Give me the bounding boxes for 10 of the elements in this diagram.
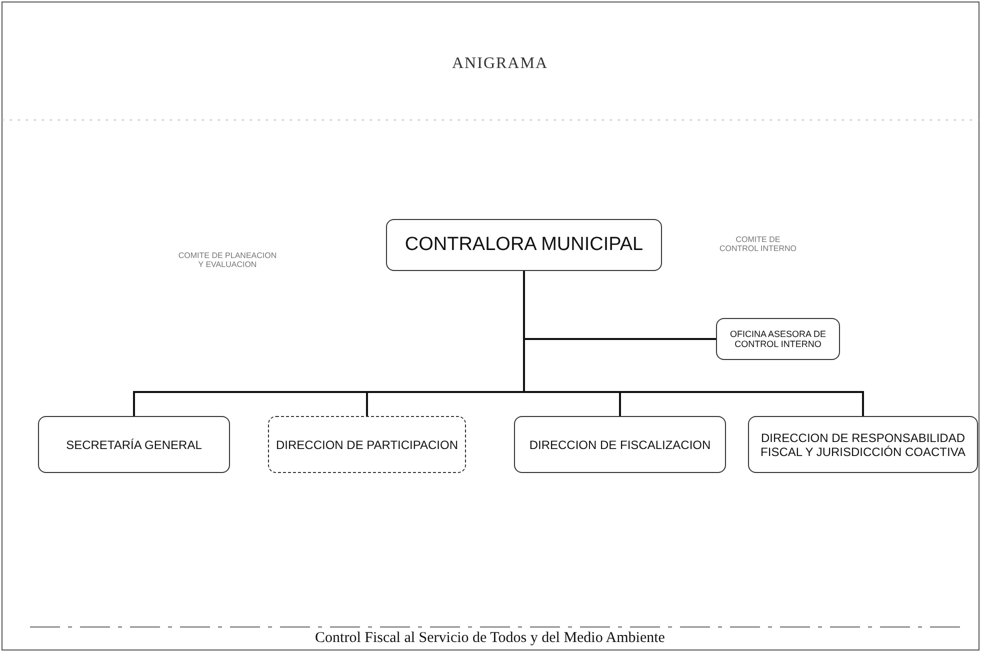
footer-motto: Control Fiscal al Servicio de Todos y del Medio Ambiente bbox=[314, 630, 666, 647]
org-box: DIRECCION DE FISCALIZACION bbox=[514, 416, 726, 473]
committee-label: COMITE DE CONTROL INTERNO bbox=[718, 224, 798, 264]
committee-label: COMITE DE PLANEACION Y EVALUACION bbox=[175, 240, 280, 280]
org-box: DIRECCION DE PARTICIPACION bbox=[268, 416, 466, 473]
diagram-title: ANIGRAMA bbox=[451, 55, 549, 73]
org-box: OFICINA ASESORA DE CONTROL INTERNO bbox=[716, 318, 840, 360]
org-box: CONTRALORA MUNICIPAL bbox=[386, 219, 662, 271]
org-box: DIRECCION DE RESPONSABILIDAD FISCAL Y JURISDICCIÓN COACTIVA bbox=[748, 416, 978, 473]
org-box: SECRETARÍA GENERAL bbox=[38, 416, 230, 473]
